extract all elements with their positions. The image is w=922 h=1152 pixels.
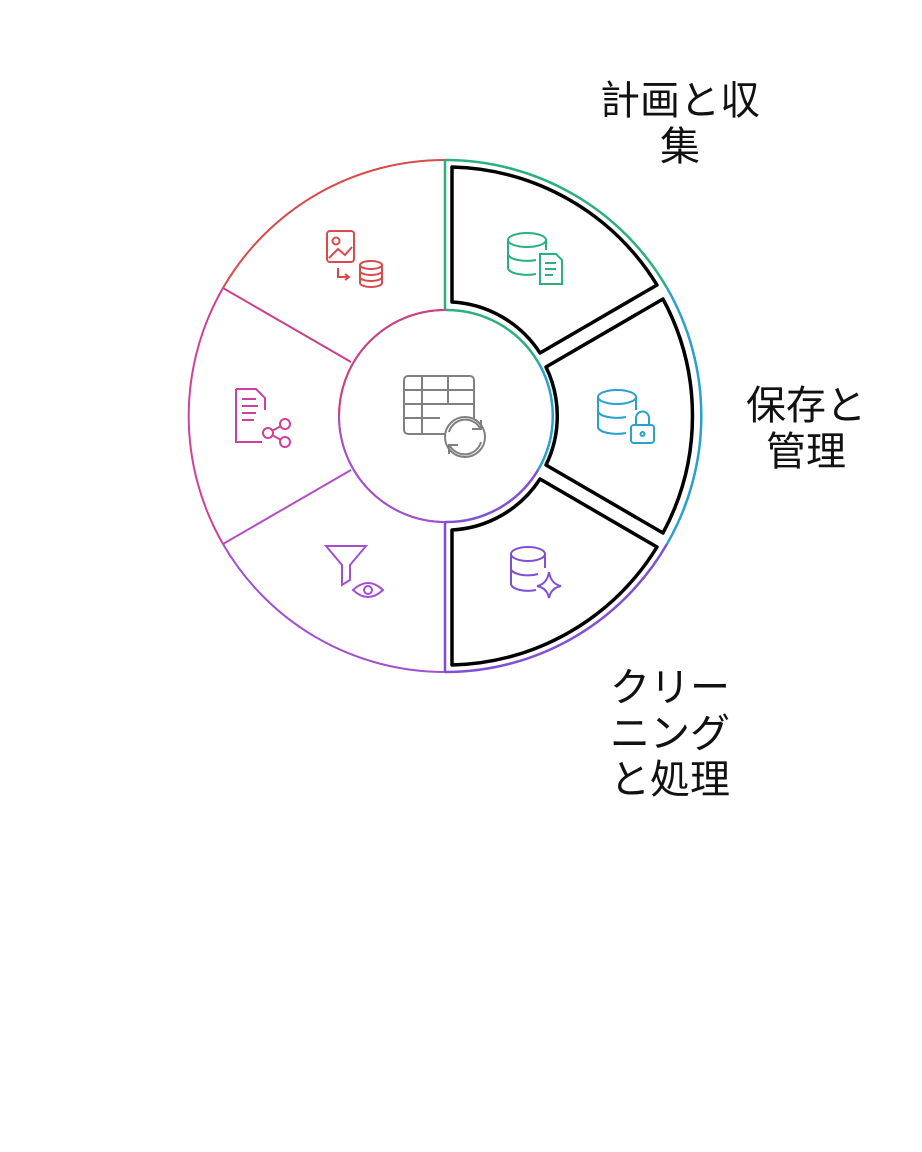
segment-collect-border bbox=[222, 158, 446, 289]
segment-plan-border bbox=[444, 158, 669, 289]
segment-plan-inner-edge bbox=[444, 308, 540, 363]
label-cleaning-and-processing: クリー ニング と処理 bbox=[590, 665, 750, 803]
table-refresh-icon bbox=[403, 375, 486, 458]
label-plan-line-2: 集 bbox=[660, 124, 700, 170]
divider-share-filter bbox=[222, 469, 352, 545]
segment-clean-highlight bbox=[450, 477, 659, 667]
label-store-line-1: 保存と bbox=[746, 383, 866, 429]
segment-store-inner-edge bbox=[536, 361, 555, 471]
segment-share-border bbox=[187, 287, 224, 545]
label-clean-line-3: と処理 bbox=[610, 757, 730, 803]
filter-eye-icon bbox=[323, 545, 385, 598]
database-document-icon bbox=[507, 232, 563, 285]
label-store-and-manage: 保存と 管理 bbox=[726, 383, 886, 475]
segment-clean-inner-edge bbox=[444, 469, 540, 524]
center-hub bbox=[341, 312, 549, 520]
segment-filter-border bbox=[222, 543, 446, 674]
center-ring-top-stroke bbox=[338, 309, 446, 417]
segment-plan-highlight bbox=[450, 165, 659, 355]
image-to-database-icon bbox=[326, 230, 383, 288]
label-clean-line-1: クリー bbox=[610, 665, 730, 711]
database-lock-icon bbox=[597, 389, 655, 444]
center-ring-bottom-stroke bbox=[338, 415, 446, 523]
label-clean-line-2: ニング bbox=[610, 711, 730, 757]
segment-store-highlight bbox=[544, 297, 695, 535]
segment-clean-border bbox=[444, 543, 669, 674]
document-share-icon bbox=[235, 388, 291, 448]
database-sparkle-icon bbox=[510, 546, 562, 599]
label-plan-line-1: 計画と収 bbox=[600, 78, 760, 124]
label-plan-and-collect: 計画と収 集 bbox=[580, 78, 780, 170]
segment-store-border bbox=[665, 287, 703, 545]
divider-collect-share bbox=[222, 287, 352, 363]
label-store-line-2: 管理 bbox=[766, 429, 846, 475]
